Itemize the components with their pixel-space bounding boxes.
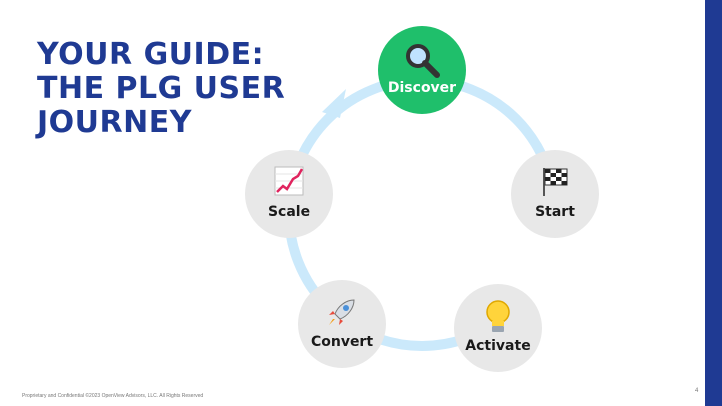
cycle-arrowhead [322, 89, 346, 118]
title-line-3: JOURNEY [37, 105, 192, 140]
step-label: Discover [387, 80, 457, 96]
step-label: Scale [267, 204, 311, 220]
slide-title: YOUR GUIDE: THE PLG USER JOURNEY [37, 38, 285, 140]
step-convert: Convert [298, 280, 386, 368]
checkered-flag-icon [511, 164, 599, 205]
title-line-1: YOUR GUIDE: [37, 37, 265, 72]
rocket-icon [298, 294, 386, 337]
page-number: 4 [695, 388, 699, 394]
step-label: Start [535, 204, 575, 220]
step-label: Convert [310, 334, 374, 350]
step-scale: Scale [245, 150, 333, 238]
step-activate: Activate [454, 284, 542, 372]
title-line-2: THE PLG USER [37, 71, 286, 106]
step-discover: Discover [378, 26, 466, 114]
step-label: Activate [465, 338, 531, 354]
footer-copyright: Proprietary and Confidential ©2023 OpenV… [22, 393, 204, 399]
lightbulb-icon [454, 298, 542, 343]
step-start: Start [511, 150, 599, 238]
magnifying-glass-icon [378, 40, 466, 87]
chart-increasing-icon [245, 164, 333, 205]
brand-side-bar [705, 0, 722, 406]
